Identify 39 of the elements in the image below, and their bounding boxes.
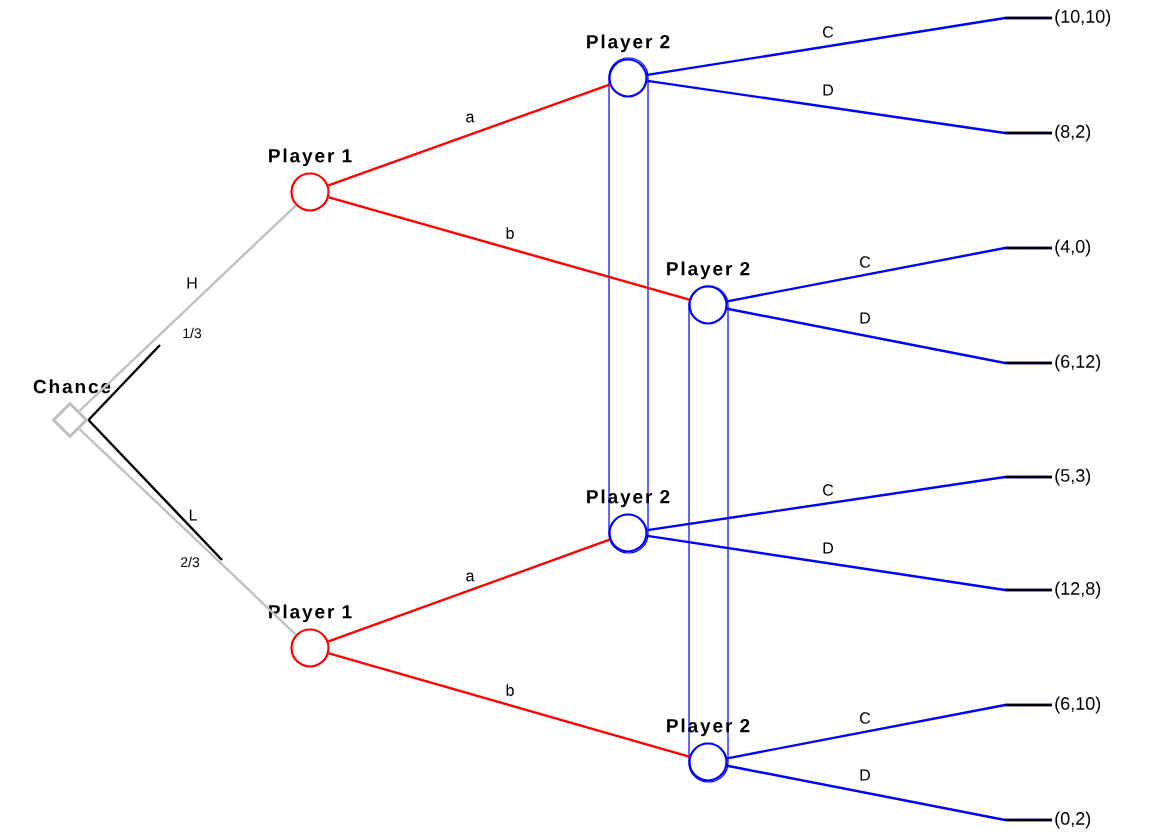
node-label: Chance xyxy=(33,379,111,394)
edge-label: C xyxy=(860,256,871,268)
decision-node: Player 1 xyxy=(269,604,352,668)
edge-label: b xyxy=(506,684,514,696)
node-label: Player 2 xyxy=(667,261,750,280)
branch-line xyxy=(78,428,297,636)
decision-node: Player 2 xyxy=(587,34,670,98)
payoff-text: (8,2) xyxy=(1055,124,1091,142)
edge-label: L xyxy=(189,509,197,521)
edge-label: D xyxy=(823,84,833,96)
decision-node: Player 1 xyxy=(269,148,352,212)
edge-label: D xyxy=(860,769,870,781)
branch-line xyxy=(328,196,690,301)
payoff-text: (4,0) xyxy=(1055,239,1091,257)
probability-label: 1/3 xyxy=(183,327,202,339)
edge-label: C xyxy=(823,26,834,38)
node-label: Player 1 xyxy=(269,148,352,167)
node-label: Player 1 xyxy=(269,604,352,623)
branch-line xyxy=(78,204,297,412)
edge-label: C xyxy=(860,712,871,724)
payoff-text: (6,12) xyxy=(1055,354,1101,372)
payoff-text: (12,8) xyxy=(1055,581,1101,599)
edge-label: D xyxy=(860,312,870,324)
edge-label: D xyxy=(823,542,833,554)
payoff-text: (10,10) xyxy=(1055,9,1111,27)
decision-node: Player 2 xyxy=(667,261,750,325)
payoff-text: (5,3) xyxy=(1055,468,1091,486)
edge-label: b xyxy=(506,227,514,239)
payoff-text: (0,2) xyxy=(1055,811,1091,829)
node-label: Player 2 xyxy=(587,34,670,53)
edge-label: C xyxy=(823,484,834,496)
edge-label: a xyxy=(466,113,475,123)
payoff-text: (6,10) xyxy=(1055,696,1101,714)
branch-line xyxy=(328,652,690,758)
branch-line xyxy=(328,538,610,643)
branch-line xyxy=(328,83,610,187)
edge-label: H xyxy=(187,277,197,289)
edge-label: a xyxy=(466,572,475,582)
probability-label: 2/3 xyxy=(181,556,200,568)
